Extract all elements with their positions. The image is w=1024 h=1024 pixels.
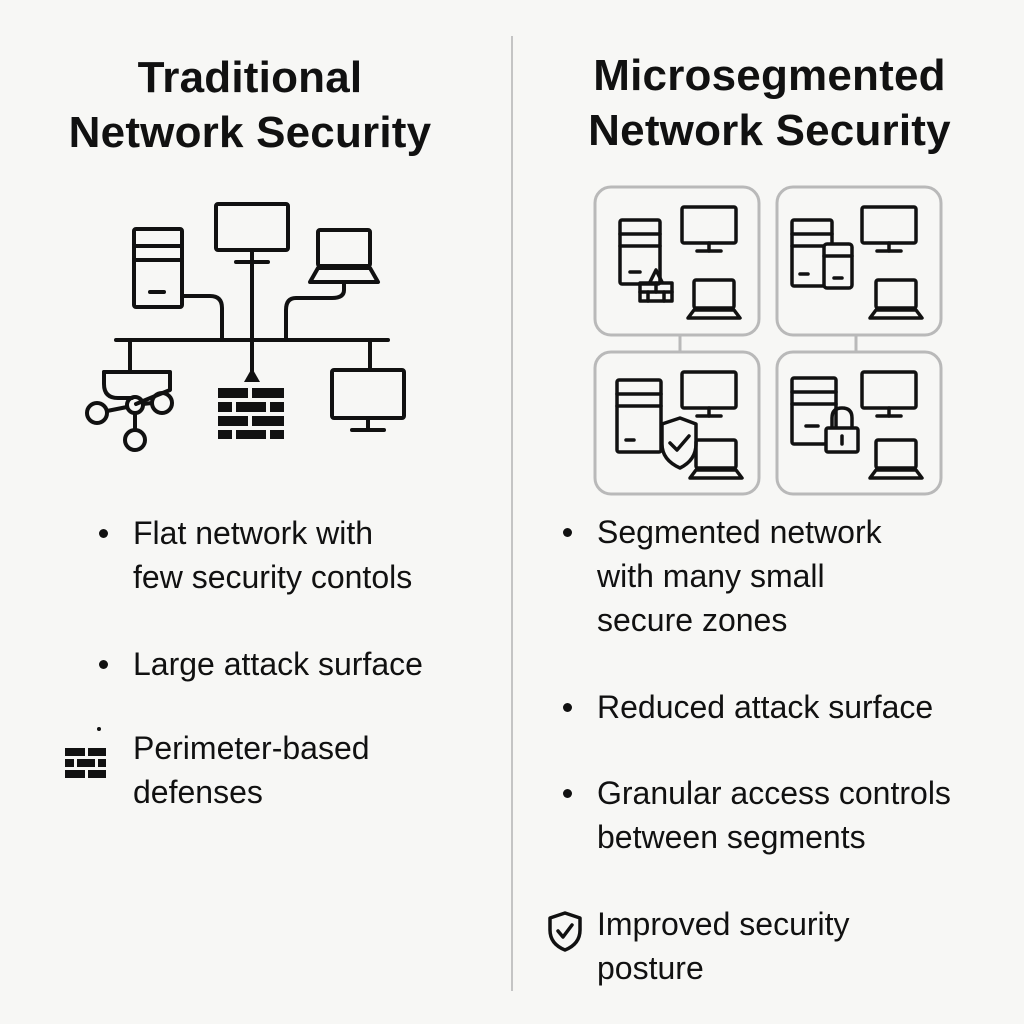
secure-zone-4 bbox=[775, 350, 943, 496]
bullet-text: Perimeter-based bbox=[133, 730, 370, 766]
monitor-icon bbox=[860, 370, 918, 418]
list-item: Perimeter-based defenses bbox=[65, 726, 423, 814]
bullet-text: Improved security bbox=[597, 906, 850, 942]
router-icon bbox=[85, 370, 174, 452]
traditional-title-line2: Network Security bbox=[68, 108, 432, 157]
column-divider bbox=[511, 36, 513, 991]
shield-icon bbox=[548, 911, 582, 952]
bullet-dot bbox=[563, 703, 572, 712]
list-item: Flat network with few security contols bbox=[99, 511, 423, 599]
traditional-bullet-list: Flat network with few security contols L… bbox=[65, 511, 423, 814]
server-icon bbox=[615, 378, 663, 454]
lock-icon bbox=[824, 406, 860, 454]
microsegmented-bullet-list: Segmented network with many small secure… bbox=[548, 510, 951, 990]
firewall-icon bbox=[65, 727, 106, 778]
traditional-title: Traditional Network Security bbox=[0, 50, 500, 160]
laptop-icon bbox=[308, 228, 380, 284]
list-item: Improved security posture bbox=[548, 902, 951, 990]
bullet-text: few security contols bbox=[133, 559, 413, 595]
bullet-text: Large attack surface bbox=[133, 646, 423, 682]
secure-zone-3 bbox=[593, 350, 761, 496]
bullet-text: Segmented network bbox=[597, 514, 882, 550]
server-icon bbox=[132, 227, 184, 309]
monitor-icon bbox=[860, 205, 918, 253]
bullet-text: Granular access controls bbox=[597, 775, 951, 811]
server-icon bbox=[822, 242, 854, 290]
bullet-text: secure zones bbox=[597, 602, 788, 638]
laptop-icon bbox=[688, 438, 744, 480]
network-bus bbox=[114, 260, 390, 374]
bullet-text: between segments bbox=[597, 819, 866, 855]
bullet-dot bbox=[99, 660, 108, 669]
bullet-text: defenses bbox=[133, 774, 263, 810]
laptop-icon bbox=[868, 438, 924, 480]
microsegmented-network-diagram bbox=[593, 185, 943, 496]
bullet-text: Reduced attack surface bbox=[597, 689, 934, 725]
microsegmented-title-line2: Network Security bbox=[588, 106, 951, 155]
monitor-icon bbox=[680, 370, 738, 418]
list-item: Granular access controls between segment… bbox=[563, 771, 951, 859]
server-icon bbox=[790, 376, 838, 446]
laptop-icon bbox=[686, 278, 742, 320]
traditional-network-diagram bbox=[85, 202, 406, 452]
bullet-text: posture bbox=[597, 950, 704, 986]
monitor-icon bbox=[330, 368, 406, 432]
bullet-dot bbox=[563, 528, 572, 537]
shield-icon bbox=[660, 416, 698, 470]
list-item: Reduced attack surface bbox=[563, 685, 951, 729]
bullet-dot bbox=[99, 529, 108, 538]
list-item: Segmented network with many small secure… bbox=[563, 510, 951, 642]
traditional-title-line1: Traditional bbox=[137, 53, 363, 102]
bullet-text: with many small bbox=[597, 558, 825, 594]
bullet-dot bbox=[563, 789, 572, 798]
monitor-icon bbox=[680, 205, 738, 253]
secure-zone-2 bbox=[775, 185, 943, 337]
secure-zone-1 bbox=[593, 185, 761, 337]
microsegmented-title: Microsegmented Network Security bbox=[515, 48, 1024, 158]
firewall-icon bbox=[638, 268, 674, 303]
bullet-text: Flat network with bbox=[133, 515, 374, 551]
microsegmented-title-line1: Microsegmented bbox=[593, 51, 946, 100]
firewall-icon bbox=[218, 368, 284, 439]
laptop-icon bbox=[868, 278, 924, 320]
list-item: Large attack surface bbox=[99, 642, 423, 686]
